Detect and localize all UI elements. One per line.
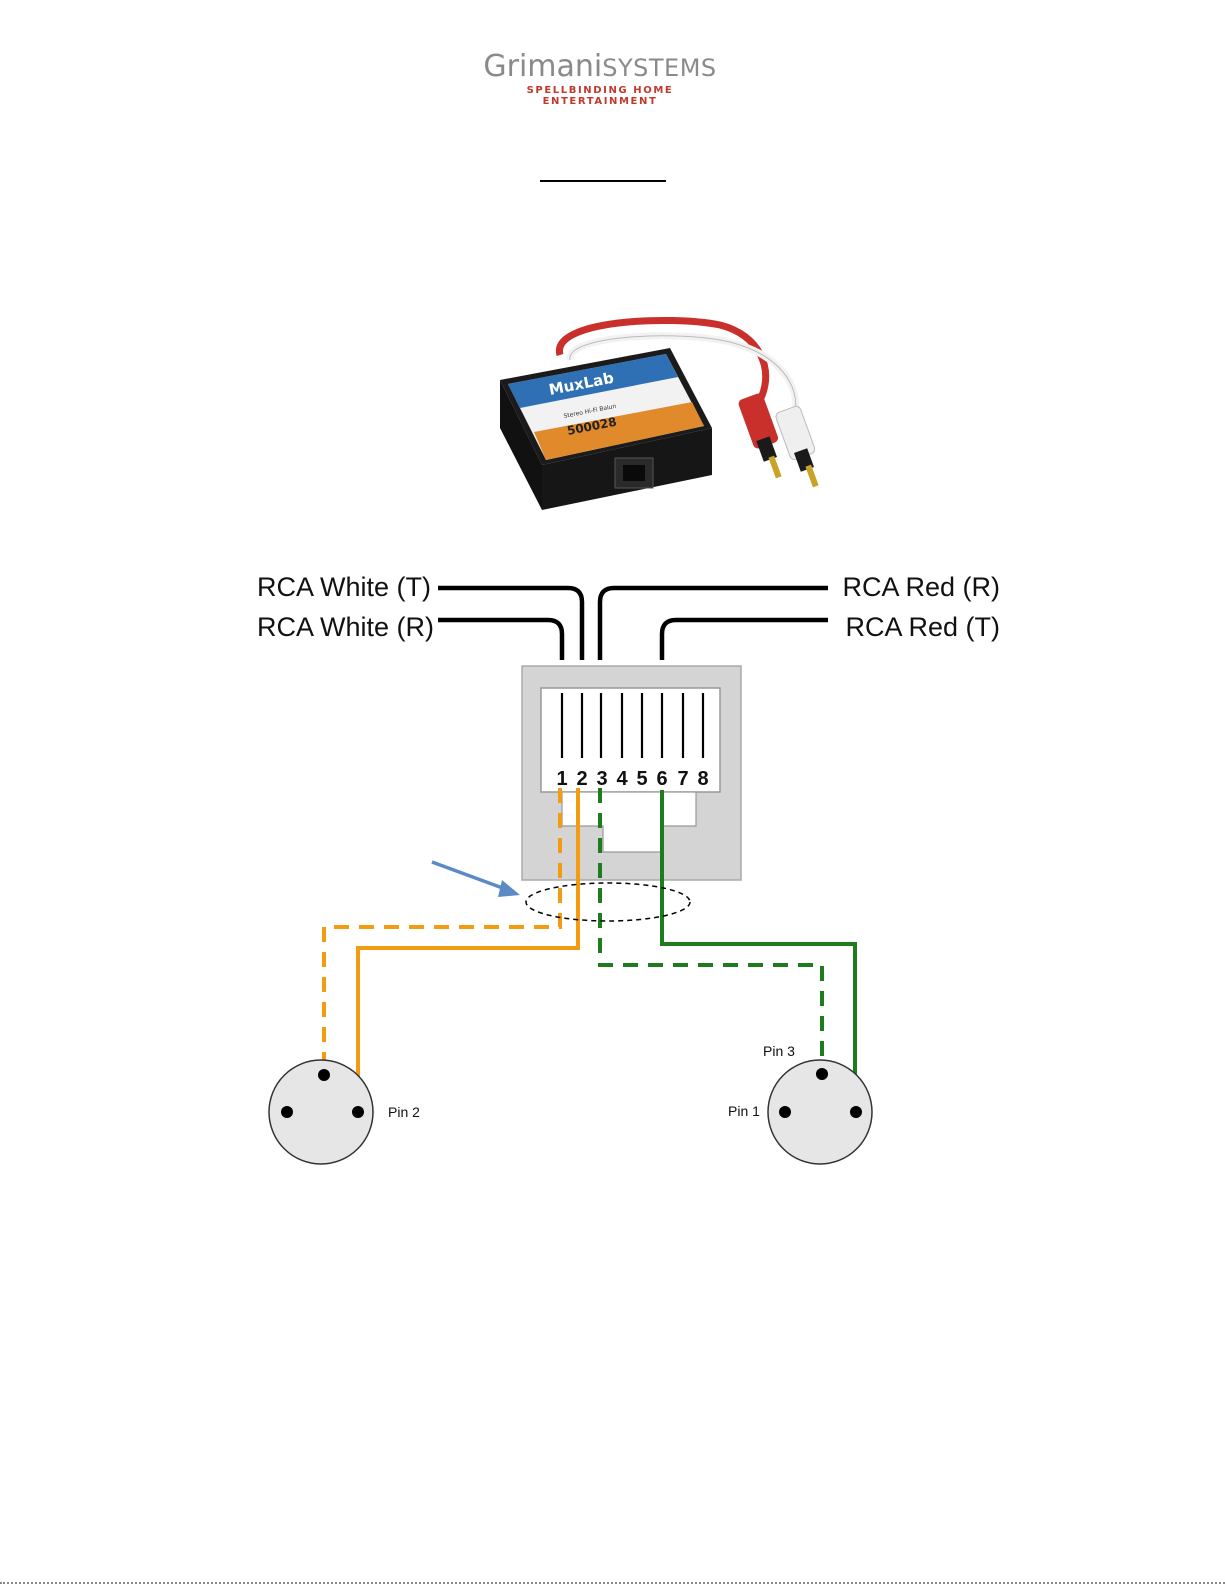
- label-rca-white-tip: RCA White (T): [257, 572, 431, 602]
- rca-wire-group: [438, 588, 828, 660]
- xlr-left-pin2-label: Pin 2: [388, 1104, 420, 1120]
- jack-pin-8: 8: [697, 768, 708, 790]
- label-rca-red-tip: RCA Red (T): [845, 612, 1000, 642]
- jack-pin-4: 4: [616, 768, 628, 790]
- xlr-connector-right: [768, 1060, 872, 1164]
- shield-ellipse: [526, 883, 690, 921]
- label-rca-red-ring: RCA Red (R): [842, 572, 1000, 602]
- label-rca-white-ring: RCA White (R): [257, 612, 434, 642]
- jack-pin-2: 2: [576, 768, 587, 790]
- xlr-connector-left: [269, 1060, 373, 1164]
- wire-red-tip: [662, 620, 828, 660]
- pointer-arrow-icon: [432, 862, 520, 897]
- jack-pin-6: 6: [656, 768, 667, 790]
- jack-pin-7: 7: [677, 768, 688, 790]
- jack-pin-5: 5: [636, 768, 647, 790]
- page-bottom-border: [0, 1582, 1225, 1584]
- wire-red-ring: [600, 588, 828, 660]
- jack-pin-1: 1: [556, 768, 567, 790]
- xlr-right-pin1-label: Pin 1: [728, 1103, 760, 1119]
- jack-pin-3: 3: [596, 768, 607, 790]
- wire-white-ring: [438, 620, 562, 660]
- rj45-jack: 1 2 3 4 5 6 7 8: [522, 666, 741, 880]
- xlr-right-pin3-label: Pin 3: [763, 1043, 795, 1059]
